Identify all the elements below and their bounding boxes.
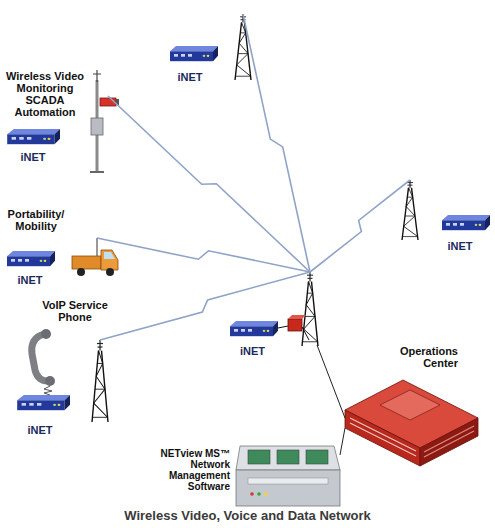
phone-earpiece: [41, 329, 51, 339]
truck-wheel: [106, 268, 114, 276]
diagram-title: Wireless Video, Voice and Data Network: [0, 508, 495, 523]
junction-box: [288, 319, 302, 331]
site-caption: Portability/ Mobility: [0, 208, 72, 232]
cable-link: [317, 345, 345, 418]
console-button: [257, 492, 261, 496]
wire: [278, 326, 288, 328]
site-caption: Wireless Video Monitoring SCADA Automati…: [2, 70, 88, 118]
site-caption: VoIP Service Phone: [38, 299, 112, 323]
console-screen: [248, 450, 270, 464]
building-upper: [380, 390, 440, 420]
antenna-bar: [93, 74, 101, 75]
truck-wheel: [77, 268, 85, 276]
console-desk: [236, 470, 340, 506]
building-node: Operations Center: [345, 343, 480, 468]
radio-tower: [235, 14, 251, 80]
video-camera: [100, 98, 116, 106]
enclosure-box: [91, 118, 103, 135]
console-node: NETview MS™ Network Management Software: [154, 440, 340, 510]
radio-node: iNET: [3, 238, 118, 286]
building-windows: [350, 423, 416, 456]
device-label: iNET: [225, 345, 280, 357]
device-label: iNET: [5, 274, 55, 286]
building-windows: [350, 418, 416, 451]
console-button: [250, 492, 254, 496]
radio-node: iNET: [165, 14, 255, 84]
node-label: Operations Center: [386, 345, 458, 369]
inet-radio: [230, 321, 278, 336]
building-windows: [424, 431, 474, 457]
cable-link: [340, 428, 345, 455]
console-panel: [236, 446, 340, 470]
console-keyboard: [248, 478, 328, 484]
phone-handset: [32, 334, 50, 381]
radio-link: [310, 180, 410, 272]
radio-node: iNET: [12, 340, 110, 438]
truck-cab: [101, 250, 118, 270]
radio-tower: [402, 180, 418, 240]
device-label: iNET: [8, 151, 58, 163]
radio-link: [108, 96, 310, 272]
truck-bed: [72, 256, 101, 269]
console-screen: [277, 450, 299, 464]
console-button: [264, 492, 268, 496]
inet-radio: [170, 46, 218, 61]
radio-link: [97, 238, 310, 272]
radio-node: iNET: [225, 272, 317, 356]
truck-antenna: [96, 238, 97, 256]
node-label: NETview MS™ Network Management Software: [154, 448, 230, 492]
building-side: [420, 418, 478, 466]
inet-radio: [442, 215, 490, 230]
phone-mouthpiece: [45, 376, 55, 386]
radio-tower: [302, 272, 318, 346]
device-label: iNET: [435, 240, 485, 252]
camera-lens: [116, 99, 119, 105]
antenna: [96, 70, 97, 82]
phone-cord: [44, 386, 52, 395]
console-screen: [306, 450, 328, 464]
building-windows: [424, 426, 474, 452]
device-label: iNET: [15, 424, 65, 436]
radio-tower: [92, 340, 108, 422]
wire: [302, 327, 309, 340]
radio-node: iNET: [400, 180, 493, 252]
device-label: iNET: [165, 71, 215, 83]
radio-link: [243, 14, 310, 272]
inet-radio: [7, 251, 55, 266]
truck-window: [104, 252, 115, 259]
inet-radio: [17, 395, 70, 410]
junction-box-top: [288, 315, 306, 319]
pole-base: [90, 171, 104, 173]
radio-link: [100, 272, 310, 340]
inet-radio: [7, 129, 60, 144]
